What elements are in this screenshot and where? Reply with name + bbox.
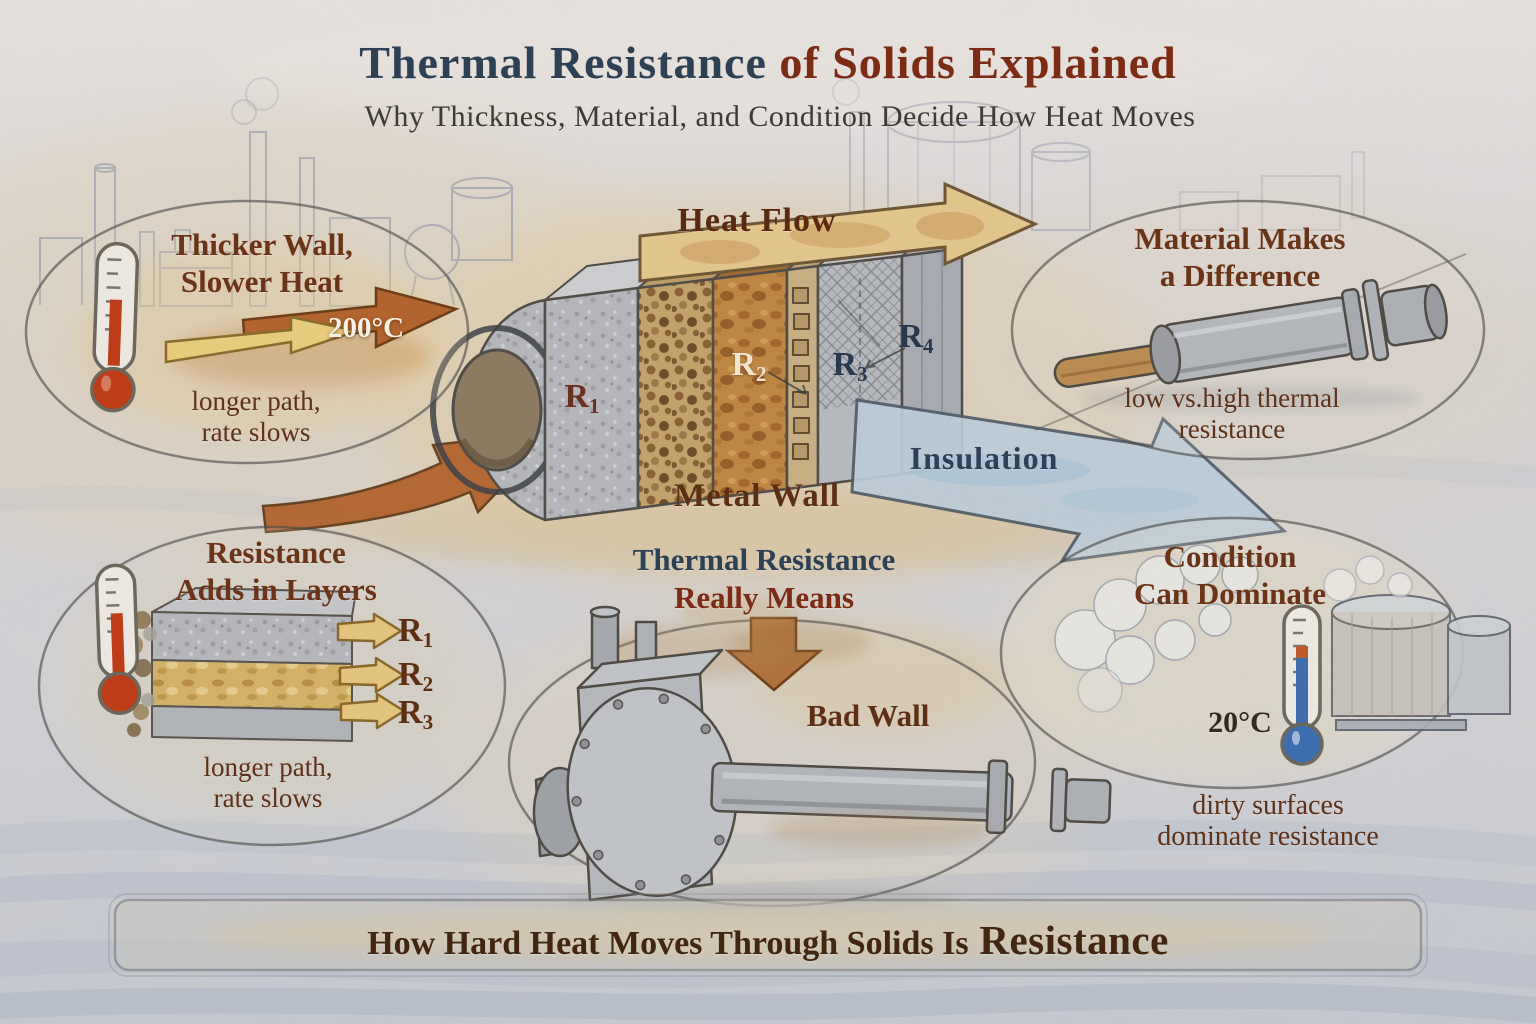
footer-lead: How Hard Heat Moves Through Solids Is	[367, 925, 969, 962]
r3-label: R3	[832, 346, 868, 386]
condition-title: Condition Can Dominate	[1133, 539, 1327, 611]
metal-wall-label: Metal Wall	[673, 478, 841, 514]
bad-wall-label: Bad Wall	[806, 698, 930, 733]
condition-caption: dirty surfaces dominate resistance	[1157, 790, 1379, 852]
temp-20c-label: 20°C	[1208, 706, 1272, 739]
meaning-title-2: Really Means	[674, 580, 854, 615]
layers-r1-label: R1	[398, 612, 434, 652]
r4-label: R4	[898, 318, 934, 358]
layers-caption: longer path, rate slows	[203, 752, 333, 813]
thicker-wall-caption: longer path, rate slows	[191, 386, 321, 447]
footer-emphasis: Resistance	[968, 917, 1169, 963]
thicker-wall-title: Thicker Wall, Slower Heat	[171, 227, 353, 299]
layers-r2-label: R2	[398, 656, 434, 696]
layers-r3-label: R3	[398, 694, 434, 734]
meaning-title-1: Thermal Resistance	[632, 542, 896, 577]
r1-label: R1	[564, 378, 600, 418]
layers-title: Resistance Adds in Layers	[175, 535, 377, 607]
material-caption: low vs.high thermal resistance	[1124, 383, 1340, 444]
temp-200c-label: 200°C	[327, 312, 405, 344]
footer-tagline: How Hard Heat Moves Through Solids Is Re…	[367, 916, 1169, 964]
r2-label: R2	[731, 346, 767, 386]
page-title: Thermal Resistance of Solids Explained	[359, 36, 1177, 89]
material-title: Material Makes a Difference	[1134, 221, 1346, 293]
title-accent: of Solids Explained	[766, 37, 1177, 88]
title-main: Thermal Resistance	[359, 37, 767, 88]
insulation-label: Insulation	[909, 440, 1059, 476]
page-subtitle: Why Thickness, Material, and Condition D…	[364, 100, 1196, 133]
heat-flow-label: Heat Flow	[677, 202, 837, 239]
